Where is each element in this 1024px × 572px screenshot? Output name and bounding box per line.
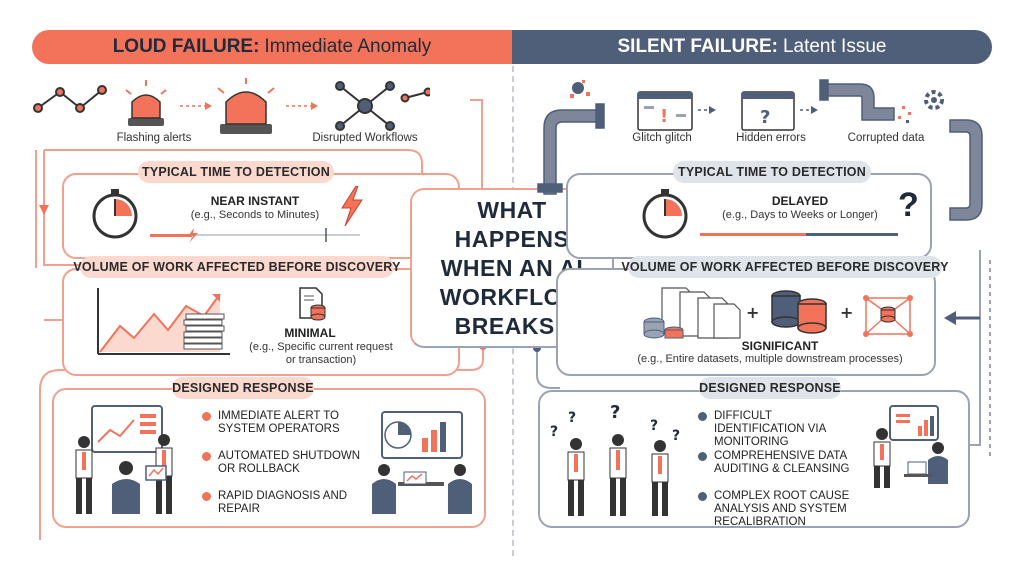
- gear-cluster-icon: [570, 80, 590, 98]
- loud-detection-label: TYPICAL TIME TO DETECTION: [138, 161, 334, 183]
- loud-response-label: DESIGNED RESPONSE: [172, 377, 314, 399]
- silent-detection-panel: [566, 173, 932, 259]
- broken-chain-icon: [400, 87, 430, 103]
- svg-text:?: ?: [568, 410, 576, 426]
- loud-detection-timeline: [150, 228, 360, 243]
- silent-detection-timeline: [700, 233, 898, 236]
- svg-text:!: !: [660, 106, 668, 127]
- silent-failure-title-rest: Latent Issue: [782, 36, 887, 57]
- document-pile-icon: [643, 287, 741, 339]
- stopwatch-icon: [92, 189, 138, 239]
- loud-failure-title-bold: LOUD FAILURE:: [112, 36, 260, 57]
- team-at-dashboard-illustration: [75, 405, 173, 514]
- silent-detection-detail: (e.g., Days to Weeks or Longer): [722, 209, 878, 221]
- network-icon: [33, 85, 107, 113]
- svg-text:?: ?: [672, 428, 680, 444]
- svg-text:?: ?: [610, 402, 620, 423]
- loud-failure-banner: LOUD FAILURE: Immediate Anomaly: [32, 30, 512, 64]
- loud-response-item-repair: Rapid diagnosis and repair: [202, 490, 368, 516]
- loud-flow-label-workflows: Disrupted Workflows: [312, 132, 418, 144]
- question-mark-icon: ?: [898, 186, 919, 224]
- alarm-light-icon: [125, 80, 167, 126]
- meeting-illustration: [372, 411, 472, 514]
- large-alarm-light-icon: [217, 78, 275, 134]
- silent-volume-label: VOLUME OF WORK AFFECTED BEFORE DISCOVERY: [621, 256, 948, 278]
- silent-flow-icons: ! ?: [537, 79, 983, 221]
- loud-volume-panel: [62, 268, 460, 376]
- stopwatch-slow-icon: [642, 189, 688, 239]
- silent-response-item-auditing: Comprehensive data auditing & cleansing: [698, 450, 864, 476]
- silent-flow-label-hidden: Hidden errors: [736, 132, 806, 144]
- silent-volume-panel: [556, 268, 936, 376]
- silent-failure-title-bold: SILENT FAILURE:: [617, 36, 778, 57]
- confused-team-illustration: ?? ???: [550, 402, 680, 516]
- loud-failure-title-rest: Immediate Anomaly: [264, 36, 432, 57]
- svg-text:?: ?: [760, 107, 770, 128]
- glitch-window-icon: !: [637, 91, 693, 131]
- plus-sign-2: +: [840, 303, 854, 322]
- document-database-icon: [299, 287, 326, 321]
- corrupted-data-bits: [898, 106, 911, 123]
- svg-text:?: ?: [550, 424, 558, 440]
- silent-flow-label-corrupted: Corrupted data: [847, 132, 925, 144]
- database-stack-icon: [771, 290, 827, 334]
- loud-volume-headline: MINIMAL: [284, 326, 336, 340]
- rising-chart-icon: [97, 288, 230, 355]
- silent-detection-label: TYPICAL TIME TO DETECTION: [673, 161, 871, 183]
- settings-gear-icon: [924, 90, 944, 110]
- outflow-pipe-icon: [949, 119, 983, 221]
- hidden-error-window-icon: ?: [741, 91, 795, 131]
- network-node-icon: [863, 295, 913, 337]
- silent-response-item-identification: Difficult identification via monitoring: [698, 410, 864, 449]
- silent-volume-headline: SIGNIFICANT: [741, 339, 819, 353]
- pipe-icon: [537, 103, 605, 195]
- loud-response-item-shutdown: Automated shutdown or rollback: [202, 450, 368, 476]
- silent-flow-label-glitch: Glitch glitch: [632, 132, 692, 144]
- loud-volume-detail: (e.g., Specific current request or trans…: [249, 341, 393, 366]
- loud-response-item-alert: Immediate alert to system operators: [202, 410, 368, 436]
- loud-flow-label-alerts: Flashing alerts: [116, 132, 192, 144]
- plus-sign-1: +: [746, 303, 760, 322]
- lightning-icon: [341, 186, 363, 226]
- silent-response-label: DESIGNED RESPONSE: [699, 377, 841, 399]
- silent-volume-detail: (e.g., Entire datasets, multiple downstr…: [637, 353, 903, 365]
- loud-detection-detail: (e.g., Seconds to Minutes): [190, 209, 320, 221]
- silent-detection-headline: DELAYED: [771, 194, 829, 208]
- svg-text:?: ?: [650, 418, 658, 434]
- corrupted-pipe-icon: [819, 79, 895, 121]
- analyst-illustration: [873, 405, 948, 488]
- loud-flow-icons: [33, 78, 430, 134]
- silent-response-item-root-cause: Complex root cause analysis and system r…: [698, 490, 889, 529]
- loud-volume-label: VOLUME OF WORK AFFECTED BEFORE DISCOVERY: [73, 256, 400, 278]
- disrupted-network-icon: [335, 81, 395, 131]
- loud-detection-headline: NEAR INSTANT: [210, 194, 300, 208]
- silent-failure-banner: SILENT FAILURE: Latent Issue: [512, 30, 992, 64]
